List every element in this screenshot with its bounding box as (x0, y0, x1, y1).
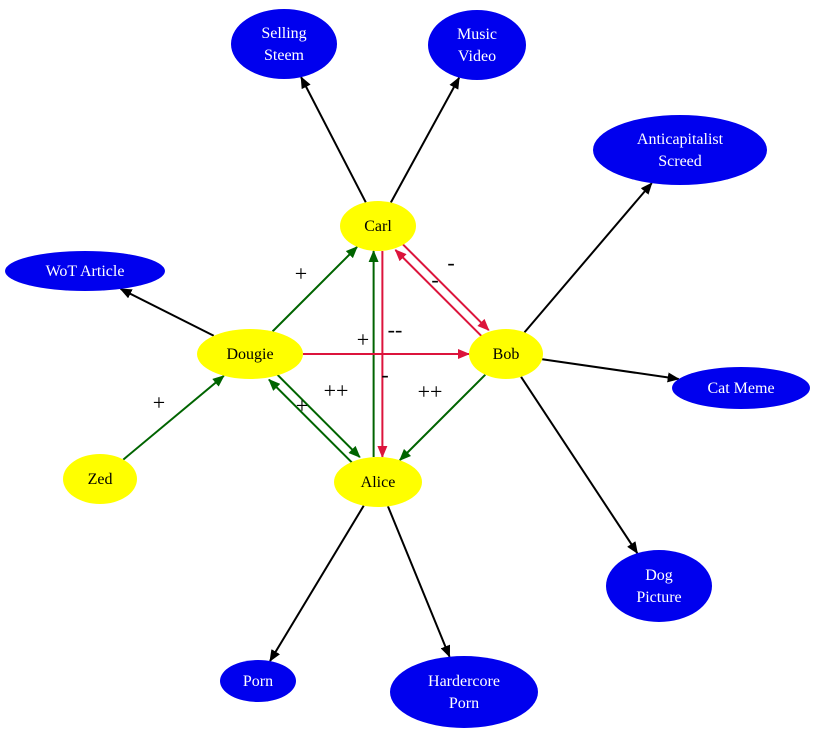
edge-dougie-to-carl (271, 246, 358, 333)
node-shape-music-video (428, 10, 526, 80)
edge-dougie-to-alice (275, 372, 361, 458)
edge-labels: ---++--++++++ (153, 250, 455, 418)
node-shape-dougie (197, 329, 303, 379)
node-shape-wot-article (5, 251, 165, 291)
edge-label-alice-to-carl: + (357, 327, 369, 352)
node-label-hardercore-porn: Porn (449, 695, 479, 712)
node-cat-meme[interactable]: Cat Meme (672, 367, 810, 409)
node-label-anticapitalist-screed: Anticapitalist (637, 131, 724, 148)
node-shape-alice (334, 457, 422, 507)
edge-label-carl-to-alice: - (381, 362, 388, 387)
edge-bob-to-cat-meme (542, 358, 680, 383)
edge-carl-to-selling-steem (300, 76, 367, 203)
node-shape-cat-meme (672, 367, 810, 409)
node-alice[interactable]: Alice (334, 457, 422, 507)
edge-carl-to-bob (401, 243, 490, 331)
edge-label-bob-to-carl: - (431, 267, 438, 292)
node-carl[interactable]: Carl (340, 201, 416, 251)
node-porn[interactable]: Porn (220, 660, 296, 702)
node-bob[interactable]: Bob (469, 329, 543, 379)
node-label-hardercore-porn: Hardercore (428, 673, 500, 690)
edge-label-dougie-to-alice: ++ (324, 378, 349, 403)
node-label-bob: Bob (493, 346, 520, 363)
node-label-alice: Alice (361, 474, 396, 491)
node-label-dog-picture: Dog (645, 567, 673, 584)
edge-carl-to-music-video (389, 76, 461, 203)
node-label-porn: Porn (243, 673, 273, 690)
node-label-anticapitalist-screed: Screed (658, 153, 702, 170)
edge-bob-to-dog-picture (520, 376, 639, 554)
node-label-cat-meme: Cat Meme (707, 380, 774, 397)
node-shape-porn (220, 660, 296, 702)
node-shape-dog-picture (606, 550, 712, 622)
edge-alice-to-hardercore-porn (387, 505, 451, 658)
node-shape-bob (469, 329, 543, 379)
edge-bob-to-carl (394, 249, 483, 338)
node-label-wot-article: WoT Article (46, 263, 125, 280)
node-label-carl: Carl (364, 218, 392, 235)
edge-alice-to-porn (269, 505, 365, 662)
edge-zed-to-dougie (122, 374, 225, 461)
edge-bob-to-alice (399, 374, 486, 461)
node-label-selling-steem: Selling (261, 25, 306, 42)
node-label-dog-picture: Picture (636, 589, 681, 606)
node-shape-selling-steem (231, 9, 337, 79)
node-label-dougie: Dougie (226, 346, 273, 363)
node-label-selling-steem: Steem (264, 47, 305, 64)
edge-bob-to-anticapitalist-screed (523, 182, 653, 333)
edge-dougie-to-wot-article (119, 288, 215, 337)
node-zed[interactable]: Zed (63, 454, 137, 504)
edge-label-carl-to-bob: - (447, 250, 454, 275)
node-wot-article[interactable]: WoT Article (5, 251, 165, 291)
node-label-zed: Zed (88, 471, 113, 488)
edge-label-dougie-to-bob: -- (388, 317, 403, 342)
node-shape-hardercore-porn (390, 656, 538, 728)
edges (119, 76, 680, 662)
node-label-music-video: Video (458, 48, 496, 65)
edge-label-alice-to-dougie: + (296, 393, 308, 418)
edge-label-zed-to-dougie: + (153, 390, 165, 415)
node-shape-zed (63, 454, 137, 504)
edge-label-bob-to-alice: ++ (418, 379, 443, 404)
node-shape-anticapitalist-screed (593, 115, 767, 185)
node-label-music-video: Music (457, 26, 497, 43)
edge-label-dougie-to-carl: + (295, 261, 307, 286)
node-shape-carl (340, 201, 416, 251)
node-dougie[interactable]: Dougie (197, 329, 303, 379)
edge-alice-to-dougie (268, 378, 354, 465)
